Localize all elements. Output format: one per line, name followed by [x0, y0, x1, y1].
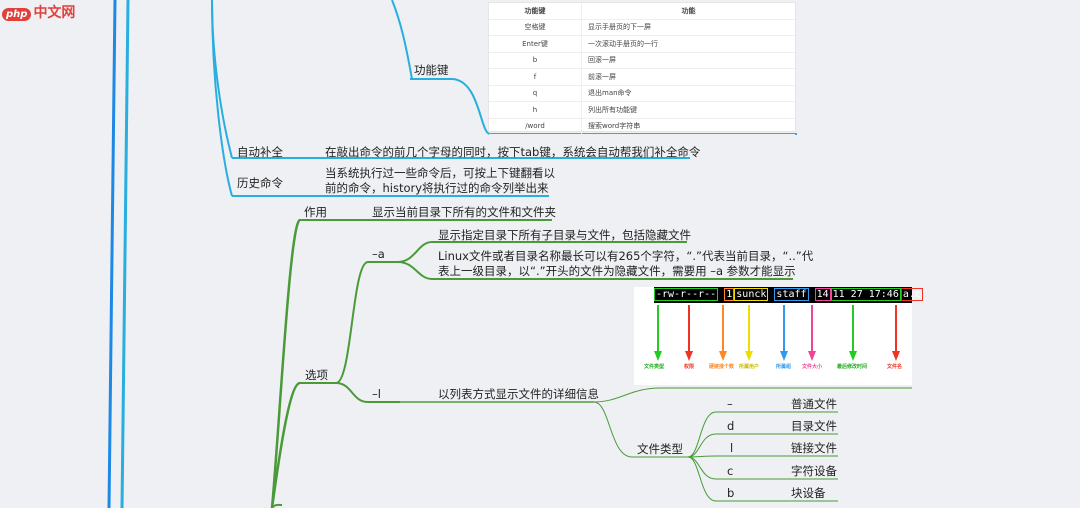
type-d2-connector	[687, 433, 838, 458]
file-type-name: 块设备	[791, 486, 826, 500]
table-cell-function: 退出man命令	[581, 85, 795, 102]
purpose-connector	[270, 218, 302, 508]
table-cell-function: 列出所有功能键	[581, 101, 795, 119]
options-label: 选项	[305, 368, 328, 382]
table-cell-function: 回滚一屏	[581, 52, 795, 69]
table-cell-function: 一次滚动手册页的一行	[581, 35, 795, 53]
history-desc-1: 当系统执行过一些命令后，可按上下键翻看以	[325, 166, 555, 180]
segment-group: staff	[774, 288, 809, 301]
table-row: 空格键显示手册页的下一屏	[489, 19, 795, 36]
table-cell-key: h	[489, 101, 582, 119]
segment-user: sunck	[734, 288, 769, 301]
purpose-desc: 显示当前目录下所有的文件和文件夹	[372, 205, 556, 219]
opt-a-label: –a	[372, 247, 385, 261]
file-type-name: 普通文件	[791, 397, 837, 411]
caption-owner: 所属用户	[739, 364, 760, 370]
caption-filename: 文件名	[887, 364, 903, 370]
autocomplete-desc: 在敲出命令的前几个字母的同时，按下tab键，系统会自动帮我们补全命令	[325, 145, 701, 159]
type-d3-connector	[687, 455, 838, 458]
opt-l-connector	[335, 382, 369, 403]
opt-a-desc-1: 显示指定目录下所有子目录与文件，包括隐藏文件	[438, 228, 691, 242]
ls-arrow	[892, 305, 900, 361]
autocomplete-label: 自动补全	[237, 145, 283, 159]
history-label: 历史命令	[237, 176, 283, 190]
purpose-label: 作用	[304, 205, 327, 219]
file-type-symbol: d	[727, 419, 735, 433]
file-type-symbol: l	[730, 441, 734, 455]
options-connector	[270, 381, 301, 508]
ls-image-connector	[593, 387, 912, 403]
lower-connector	[271, 503, 283, 508]
caption-hard-links: 硬链接个数	[709, 364, 735, 370]
secondary-trunk-line	[120, 0, 130, 508]
logo-badge: php	[2, 8, 32, 21]
table-header-function: 功能	[581, 3, 795, 20]
table-cell-key: Enter键	[489, 35, 582, 53]
ls-arrow	[719, 305, 727, 361]
history-desc-2: 前的命令，history将执行过的命令列举出来	[325, 181, 549, 195]
function-keys-label: 功能键	[414, 63, 449, 77]
history-connector	[211, 0, 233, 197]
table-cell-key: f	[489, 68, 582, 86]
table-cell-key: 空格键	[489, 19, 582, 36]
opt-l-label: –l	[372, 387, 381, 401]
ls-arrow	[654, 305, 662, 361]
table-row: Enter键一次滚动手册页的一行	[489, 35, 795, 53]
ls-arrow	[685, 305, 693, 361]
table-cell-function: 搜索word字符串	[581, 118, 795, 135]
file-type-name: 链接文件	[791, 441, 837, 455]
opt-a-desc-2-line2: 表上一级目录，以“.”开头的文件为隐藏文件，需要用 –a 参数才能显示	[438, 264, 796, 278]
table-cell-key: q	[489, 85, 582, 102]
segment-links: 1	[724, 288, 735, 301]
file-types-label: 文件类型	[637, 442, 683, 456]
file-types-connector	[593, 401, 688, 458]
caption-mtime: 最后修改时间	[837, 364, 868, 370]
ls-arrow	[808, 305, 816, 361]
file-type-symbol: b	[727, 486, 735, 500]
type-d5-connector	[687, 456, 838, 502]
table-header-key: 功能键	[489, 3, 582, 20]
opt-a-connector	[335, 261, 369, 384]
file-type-symbol: c	[727, 464, 734, 478]
type-d1-connector	[687, 411, 838, 458]
main-trunk-line	[107, 0, 117, 508]
caption-permissions: 权限	[684, 364, 695, 370]
opt-l-desc: 以列表方式显示文件的详细信息	[438, 387, 599, 401]
caption-size: 文件大小	[802, 364, 823, 370]
opt-a-desc-2-line1: Linux文件或者目录名称最长可以有265个字符，“.”代表当前目录，“..”代	[438, 249, 814, 263]
segment-permissions: -rw-r--r--	[654, 288, 719, 301]
opt-a-desc2-connector	[397, 261, 793, 280]
opt-a-desc1-connector	[397, 241, 687, 263]
function-keys-connector	[391, 0, 413, 80]
file-type-name: 字符设备	[791, 464, 837, 478]
segment-size: 14	[814, 288, 831, 301]
file-type-symbol: –	[727, 397, 733, 411]
ls-arrows	[654, 305, 900, 361]
ls-arrow	[745, 305, 753, 361]
segment-mtime: 11 27 17:46	[830, 288, 901, 301]
file-type-name: 目录文件	[791, 419, 837, 433]
caption-group: 所属组	[776, 364, 792, 370]
table-cell-key: /word	[489, 118, 582, 135]
logo-text: 中文网	[33, 5, 76, 21]
caption-file-type: 文件类型	[644, 364, 665, 370]
table-cell-function: 前滚一屏	[581, 68, 795, 86]
table-cell-function: 显示手册页的下一屏	[581, 19, 795, 36]
segment-filename: a.c	[900, 288, 923, 301]
table-header-row: 功能键 功能	[489, 3, 795, 20]
ls-arrow	[849, 305, 857, 361]
table-cell-key: b	[489, 52, 582, 69]
ls-arrow	[780, 305, 788, 361]
